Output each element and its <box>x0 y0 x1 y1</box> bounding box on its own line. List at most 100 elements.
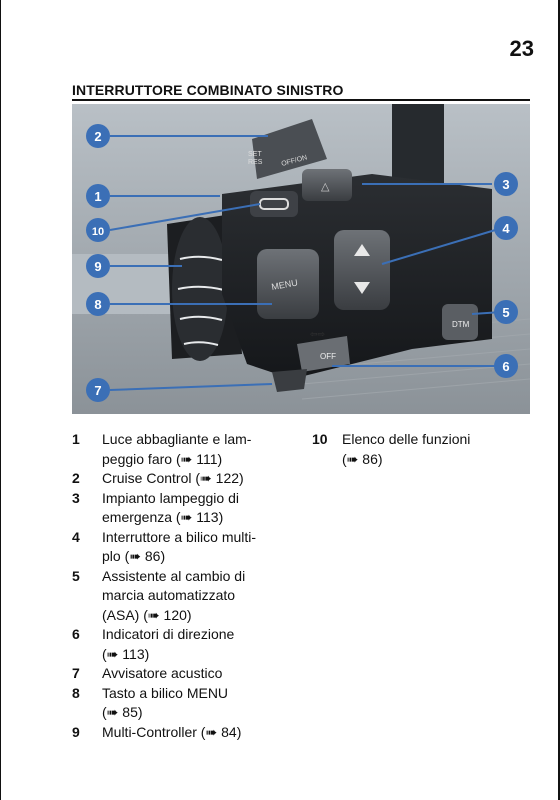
horn-button <box>272 369 307 392</box>
svg-text:4: 4 <box>502 221 510 236</box>
legend-item-line: Indicatori di direzione <box>102 626 235 642</box>
page-reference[interactable]: (➠ 85) <box>102 704 143 720</box>
svg-text:3: 3 <box>502 177 509 192</box>
turn-arrows-icon: ⇦⇨ <box>310 329 326 339</box>
reference-page: 120 <box>163 606 187 623</box>
reference-page: 111 <box>196 450 218 467</box>
legend-item-text: Interruttore a bilico multi-plo (➠ 86) <box>102 528 292 567</box>
section-title: INTERRUTTORE COMBINATO SINISTRO <box>72 82 344 98</box>
svg-text:5: 5 <box>502 305 509 320</box>
page-reference[interactable]: (➠ 86) <box>342 450 383 467</box>
reference-arrow-icon: ➠ <box>129 548 141 564</box>
legend-item-line: (ASA) <box>102 606 140 623</box>
reference-page: 86 <box>362 450 378 467</box>
legend-item: 7 Avvisatore acustico <box>72 664 292 684</box>
legend-item-line: Multi-Controller <box>102 723 197 740</box>
legend-item-line: Impianto lampeggio di <box>102 489 239 506</box>
legend-item-line: marcia automatizzato <box>102 587 236 603</box>
menu-label: MENU <box>271 278 299 292</box>
hazard-icon: △ <box>321 181 330 193</box>
reference-page: 122 <box>215 470 240 486</box>
page-reference[interactable]: (➠ 86) <box>120 548 166 564</box>
reference-arrow-icon: ➠ <box>346 450 359 467</box>
reference-arrow-icon: ➠ <box>106 645 119 662</box>
res-label: RES <box>248 159 263 166</box>
callout-4: 4 <box>494 216 518 240</box>
svg-text:1: 1 <box>94 189 101 204</box>
legend-item-text: Luce abbagliante e lam-peggio faro (➠ 11… <box>102 430 292 469</box>
menu-rocker <box>257 249 319 319</box>
legend-item-number: 4 <box>72 528 80 545</box>
legend-item: 4 Interruttore a bilico multi-plo (➠ 86) <box>72 528 292 567</box>
callout-9: 9 <box>86 254 110 278</box>
page-reference[interactable]: (➠ 113) <box>172 509 224 525</box>
callout-3: 3 <box>494 172 518 196</box>
legend-item-line: Luce abbagliante e lam- <box>102 431 252 447</box>
callout-2: 2 <box>86 124 110 148</box>
dtm-button <box>442 304 478 340</box>
reference-arrow-icon: ➠ <box>180 450 193 467</box>
legend-list-right: 10 Elenco delle funzioni(➠ 86) <box>312 430 522 469</box>
legend-item: 10 Elenco delle funzioni(➠ 86) <box>312 430 522 469</box>
callout-markers: 2 1 10 9 8 7 3 4 5 6 <box>86 124 518 402</box>
reference-page: 86 <box>144 548 161 564</box>
legend-item-line: emergenza <box>102 509 173 525</box>
legend-item-number: 5 <box>72 567 80 584</box>
legend-item-number: 2 <box>72 470 80 486</box>
title-rule <box>72 99 530 101</box>
hazard-button <box>302 169 352 201</box>
page-reference[interactable]: (➠ 84) <box>196 723 242 740</box>
page-frame-right <box>558 0 560 800</box>
page-reference[interactable]: (➠ 120) <box>139 606 192 623</box>
multi-rocker <box>334 230 390 310</box>
legend-item-text: Multi-Controller (➠ 84) <box>102 723 292 743</box>
legend-item-number: 7 <box>72 665 80 681</box>
svg-text:7: 7 <box>94 383 101 398</box>
legend-item: 2 Cruise Control (➠ 122) <box>72 469 292 489</box>
legend-item-line: Interruttore a bilico multi- <box>102 528 257 545</box>
dtm-label: DTM <box>452 320 470 329</box>
reference-arrow-icon: ➠ <box>106 704 119 720</box>
legend-item-number: 10 <box>312 431 328 447</box>
legend-item-text: Elenco delle funzioni(➠ 86) <box>342 430 522 469</box>
svg-text:9: 9 <box>94 259 101 274</box>
callout-8: 8 <box>86 292 110 316</box>
reference-arrow-icon: ➠ <box>147 606 160 623</box>
legend-item-text: Indicatori di direzione (➠ 113) <box>102 625 292 664</box>
legend-item-text: Cruise Control (➠ 122) <box>102 469 292 489</box>
legend-item-line: Assistente al cambio di <box>102 567 246 584</box>
set-label: SET <box>248 151 262 158</box>
page-frame-left <box>0 0 1 800</box>
reference-page: 113 <box>196 509 219 525</box>
down-arrow-icon <box>354 282 370 294</box>
callout-7: 7 <box>86 378 110 402</box>
callout-1: 1 <box>86 184 110 208</box>
reference-page: 113 <box>122 645 145 662</box>
svg-text:6: 6 <box>502 359 509 374</box>
up-arrow-icon <box>354 244 370 256</box>
switch-photo: SET RES OFF/ON △ MENU DTM OFF ⇦⇨ 2 1 10 … <box>72 104 530 414</box>
reference-page: 84 <box>221 723 237 740</box>
legend-item-line: Cruise Control <box>102 470 192 486</box>
page-reference[interactable]: (➠ 113) <box>102 645 150 662</box>
page-reference[interactable]: (➠ 122) <box>191 470 244 486</box>
callout-6: 6 <box>494 354 518 378</box>
svg-text:8: 8 <box>94 297 101 312</box>
off-label: OFF <box>320 352 336 361</box>
svg-text:10: 10 <box>92 226 104 238</box>
legend-item: 5 Assistente al cambio di marcia automatiz… <box>72 567 292 626</box>
cruise-control-switch <box>252 119 327 179</box>
reference-arrow-icon: ➠ <box>205 723 218 740</box>
reference-arrow-icon: ➠ <box>180 509 193 525</box>
reference-page: 85 <box>122 704 138 720</box>
legend-item-number: 8 <box>72 684 80 701</box>
page-reference[interactable]: (➠ 111) <box>172 450 223 467</box>
reference-arrow-icon: ➠ <box>200 470 212 486</box>
legend-item-text: Avvisatore acustico <box>102 664 292 684</box>
legend-item-line: plo <box>102 548 121 564</box>
